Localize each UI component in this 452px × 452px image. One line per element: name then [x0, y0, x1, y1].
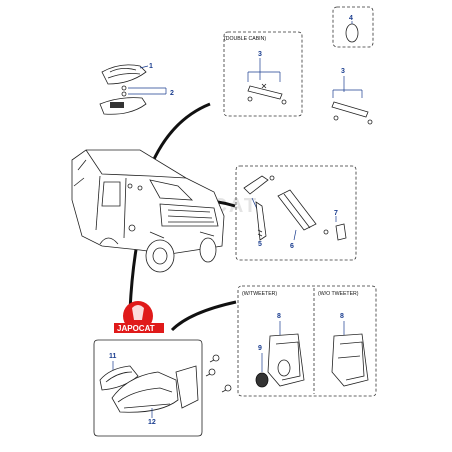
callout-8-b: 8: [340, 313, 344, 320]
w-tweeter-caption: (W/TWEETER): [242, 291, 277, 297]
callout-6: 6: [290, 243, 294, 250]
double-cabin-caption: (DOUBLE CABIN): [224, 36, 266, 42]
callout-7: 7: [334, 210, 338, 217]
bulb-icon: [121, 85, 127, 91]
callout-11: 11: [109, 353, 117, 360]
front-wheel-right: [199, 237, 217, 263]
assist-grip-box: 5 6 7: [235, 165, 357, 261]
part-3-right: 3: [331, 68, 373, 125]
logo-text: JAPOCAT: [117, 324, 155, 333]
mirror-base: [175, 365, 199, 409]
screw-icon: [367, 119, 373, 125]
clip-part-7: [335, 223, 347, 241]
callout-9: 9: [258, 345, 262, 352]
leader-to-roof: [148, 102, 211, 169]
parts-1-2: 1 2: [99, 63, 174, 115]
leader-to-tweeter: [170, 300, 237, 332]
bulb-icon: [121, 91, 127, 97]
callout-12: 12: [148, 419, 156, 426]
cap-part-4: [345, 23, 359, 43]
mirror-bolts: [205, 354, 232, 393]
bolt-icon: [212, 354, 220, 362]
callout-3-b: 3: [341, 68, 345, 75]
garnish-without-tweeter: [331, 333, 369, 387]
bracket-part-5: [255, 201, 267, 241]
japocat-logo: JAPOCAT: [114, 301, 164, 333]
screw-icon: [333, 115, 339, 121]
callout-5: 5: [258, 241, 262, 248]
wo-tweeter-caption: (W/O TWEETER): [318, 291, 359, 297]
bolt-icon: [208, 368, 216, 376]
callout-4: 4: [349, 15, 353, 22]
screw-icon: [281, 99, 287, 105]
tweeter-box: (W/TWEETER) (W/O TWEETER) 8 9 8: [237, 285, 377, 397]
part-4-box: 4: [332, 6, 374, 48]
grip-handle: [331, 101, 369, 118]
vehicle-illustration: [71, 149, 225, 273]
grip-part-6: [277, 189, 317, 231]
callout-3-a: 3: [258, 51, 262, 58]
screw-icon: [247, 96, 253, 102]
mirror-box: 11 12: [93, 339, 203, 437]
callout-8-a: 8: [277, 313, 281, 320]
double-cabin-box: (DOUBLE CABIN) 3: [223, 31, 303, 117]
bolt-icon: [224, 384, 232, 392]
mirror-body: [111, 371, 179, 413]
grip-handle: [247, 85, 283, 100]
callout-2: 2: [170, 90, 174, 97]
cat-icon: [132, 305, 144, 320]
logo-banner: [114, 323, 164, 333]
map-lamp-lens: [101, 64, 147, 85]
tweeter-speaker: [255, 372, 269, 388]
cover-part: [243, 175, 269, 195]
callout-1: 1: [149, 63, 153, 70]
switch-block: [110, 102, 124, 108]
screw-icon: [269, 175, 275, 181]
